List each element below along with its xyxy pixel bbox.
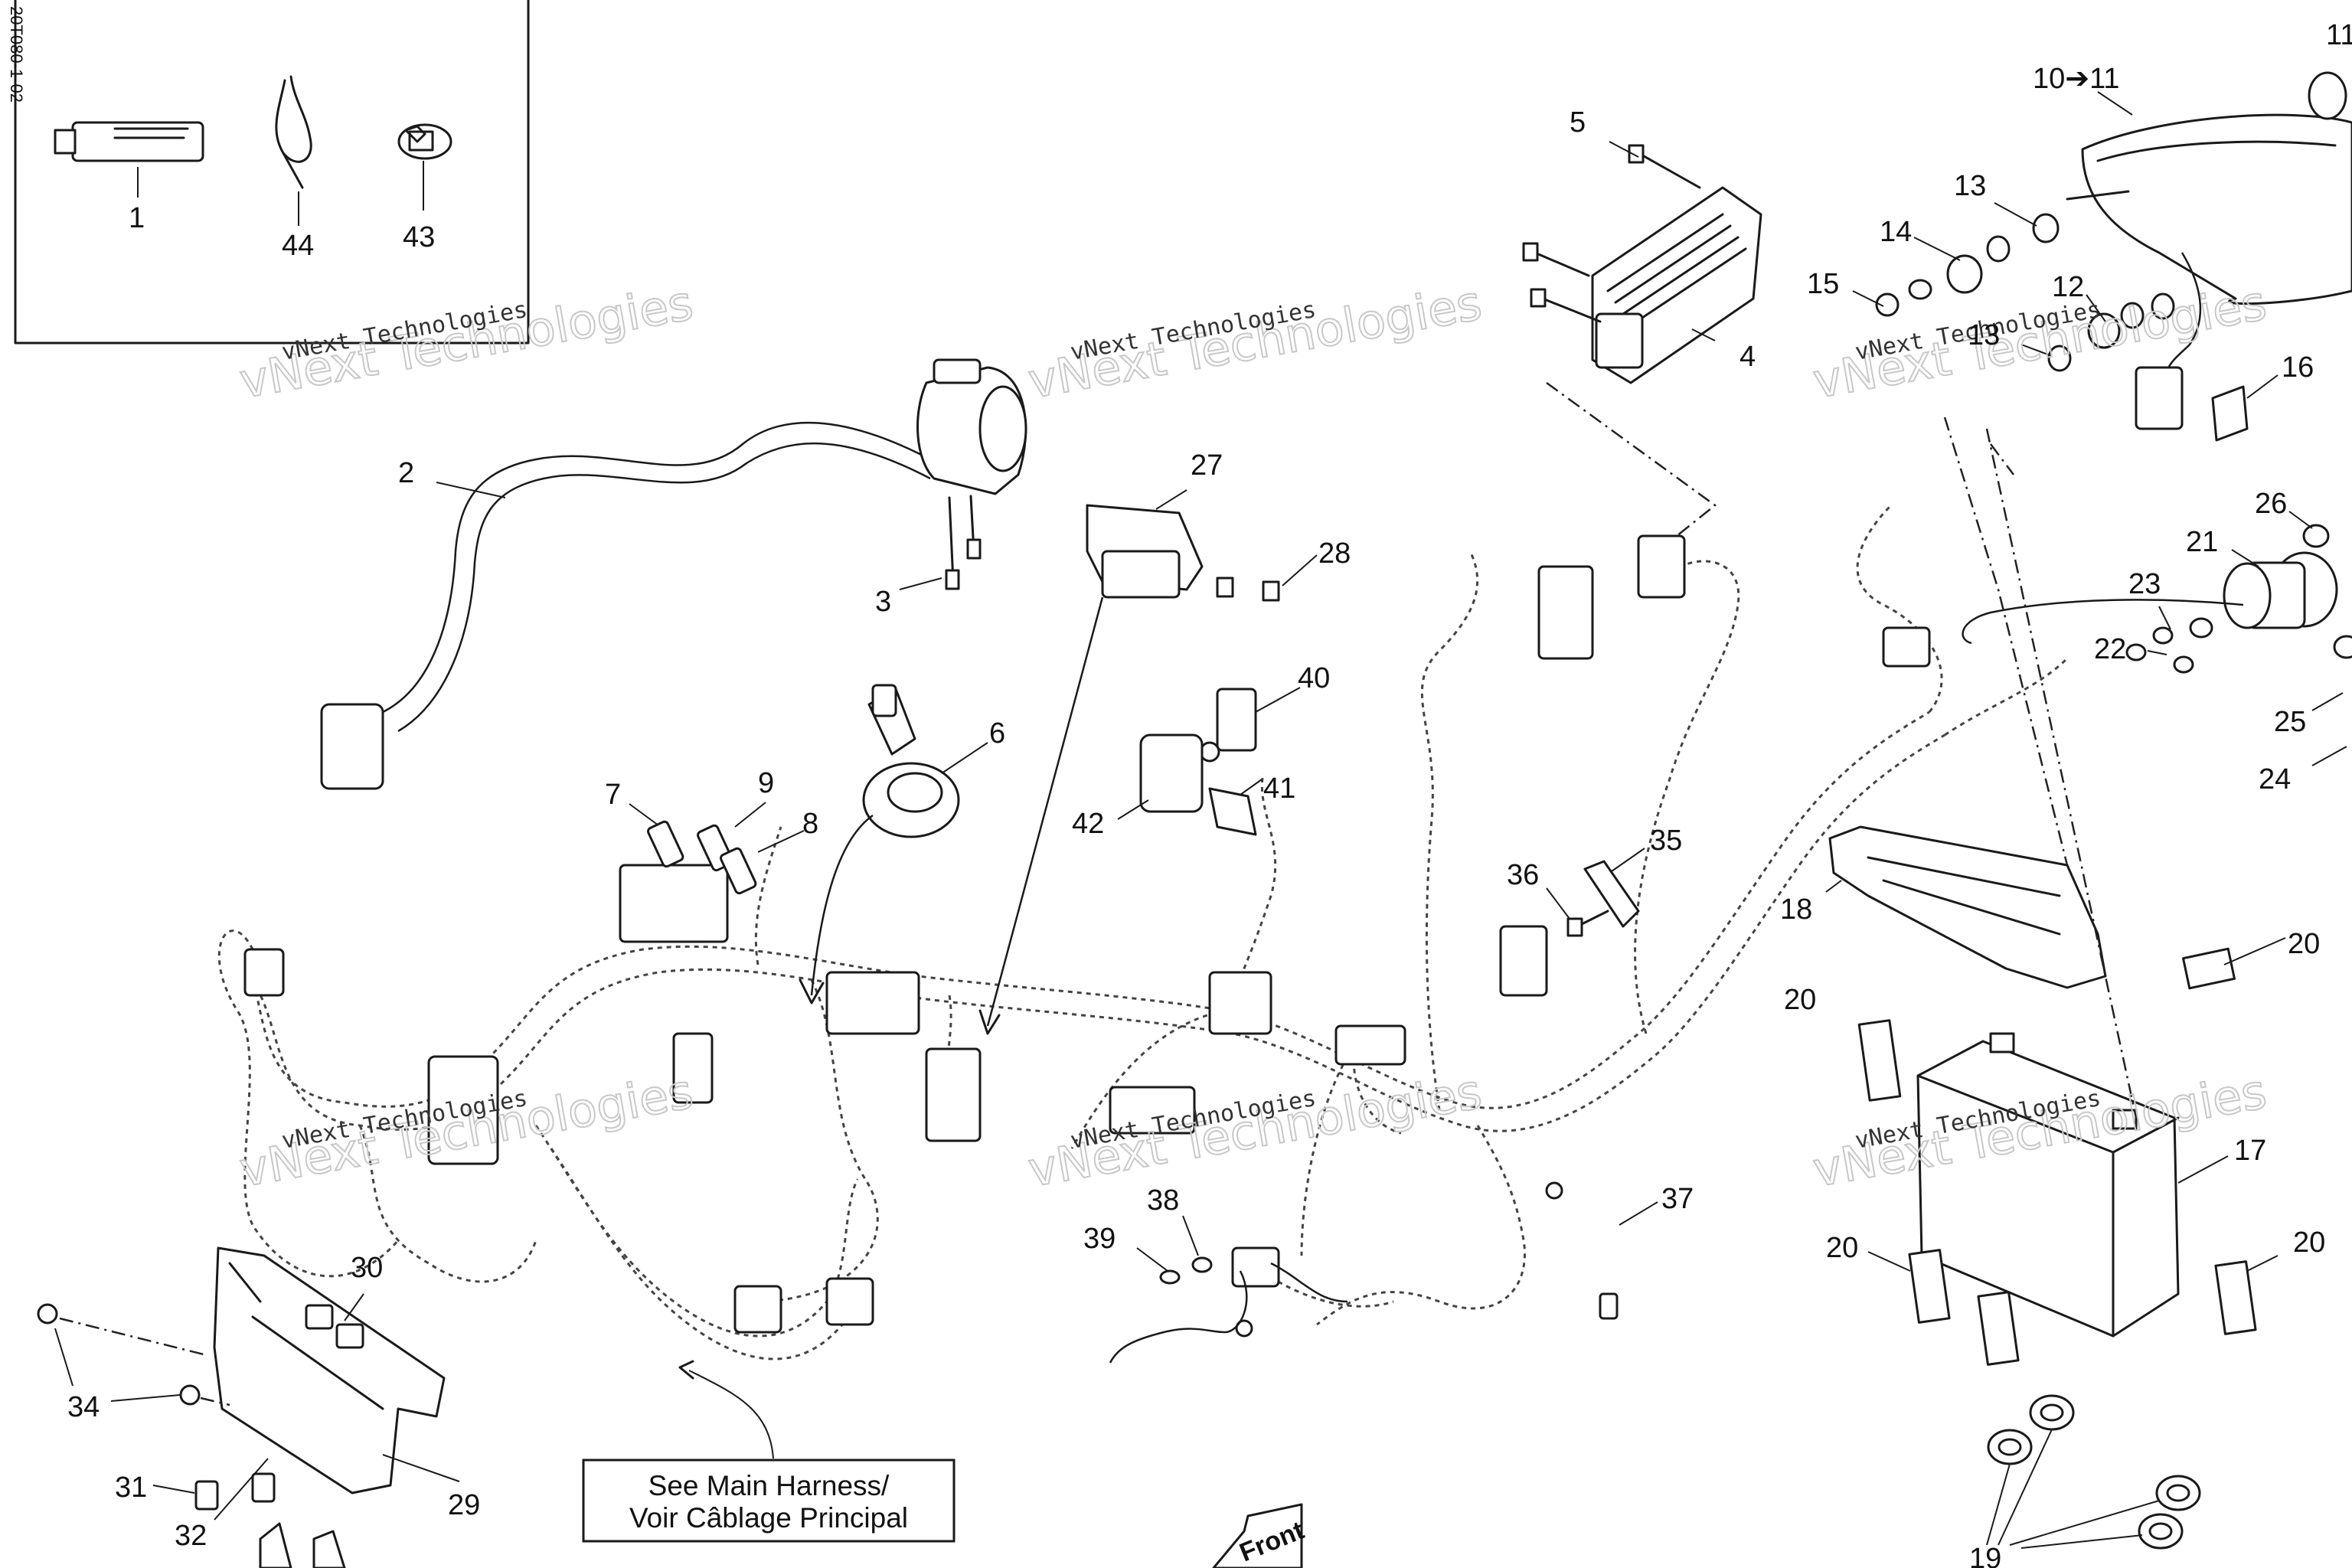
lubricant-tube-part [54,121,204,162]
callout-8: 8 [802,808,818,840]
connector-bracket-part [1139,688,1257,836]
note-line-1: See Main Harness/ [648,1470,890,1501]
callout-24: 24 [2259,763,2291,795]
callout-42: 42 [1072,808,1104,840]
main-harness-note: See Main Harness/ Voir Câblage Principal [582,1360,956,1543]
handlebar-switch-part [320,358,1027,790]
callout-37: 37 [1661,1183,1694,1215]
callout-14: 14 [1880,216,1912,248]
callout-31: 31 [115,1472,147,1504]
callout-5: 5 [1570,106,1586,139]
callout-29: 29 [448,1489,480,1521]
rubber-grommets [1986,1394,2201,1550]
fuse-box-bracket-part [37,1246,446,1568]
callout-43: 43 [403,221,435,253]
callout-1: 1 [129,202,145,234]
callout-17: 17 [2234,1135,2266,1167]
callout-7: 7 [605,779,621,811]
callout-36: 36 [1507,859,1539,891]
callout-27: 27 [1191,449,1223,482]
starter-solenoid-part [1962,524,2352,674]
callout-21: 21 [2186,526,2218,558]
tail-light-part [1990,71,2352,475]
note-line-2: Voir Câblage Principal [629,1502,908,1534]
callout-40: 40 [1298,662,1330,694]
ignition-switch-part [799,684,960,1004]
callout-13-top: 13 [1954,170,1986,202]
callout-20-b: 20 [1784,984,1816,1016]
callout-25: 25 [2274,706,2306,738]
callout-26: 26 [2255,488,2287,520]
callout-22: 22 [2094,633,2126,665]
callout-15: 15 [1807,268,1839,300]
callout-4: 4 [1740,341,1756,373]
callout-labels: 1 44 43 2 3 27 28 6 7 9 8 40 41 42 5 4 1… [67,19,2352,1568]
callout-20-c: 20 [1826,1232,1858,1264]
callout-11: 11 [2326,19,2352,51]
callout-28: 28 [1318,537,1351,570]
callout-16: 16 [2282,351,2314,384]
tail-light-hardware [1875,190,2249,442]
callout-3: 3 [875,586,891,618]
voltage-regulator-part [1522,144,1762,537]
callout-38: 38 [1147,1184,1179,1217]
callout-18: 18 [1780,893,1812,926]
cable-tie-part [275,75,312,189]
callout-23: 23 [2128,568,2161,600]
callout-10-11: 10➔11 [2033,63,2120,95]
battery-pads [1857,947,2257,1366]
callout-44: 44 [282,230,314,262]
callout-9: 9 [758,767,774,799]
small-hardware-parts [1109,860,1640,1364]
fuses-part [647,820,757,895]
inset-parts-box: 20T080-1-02 [7,0,530,345]
callout-35: 35 [1650,825,1682,857]
push-rivet-part [397,123,452,160]
callout-12: 12 [2052,271,2084,303]
vertical-code-label: 20T080-1-02 [7,6,26,103]
harness-connectors [243,534,1931,1338]
battery-holder-part [1828,825,2107,989]
callout-34: 34 [67,1391,100,1423]
callout-2: 2 [398,457,414,489]
callout-30: 30 [351,1252,383,1284]
callout-6: 6 [989,717,1005,750]
callout-20-d: 20 [2293,1227,2325,1259]
callout-41: 41 [1263,773,1295,805]
main-harness-outline [217,504,2069,1361]
callout-19: 19 [1969,1543,2001,1568]
callout-39: 39 [1083,1223,1116,1255]
front-direction-arrow: Front [1212,1503,1308,1568]
relay-part [978,504,1280,1035]
callout-13-bottom: 13 [1968,319,2000,351]
callout-32: 32 [175,1520,207,1552]
callout-20-a: 20 [2288,928,2320,960]
callout-leaders [54,91,2347,1521]
